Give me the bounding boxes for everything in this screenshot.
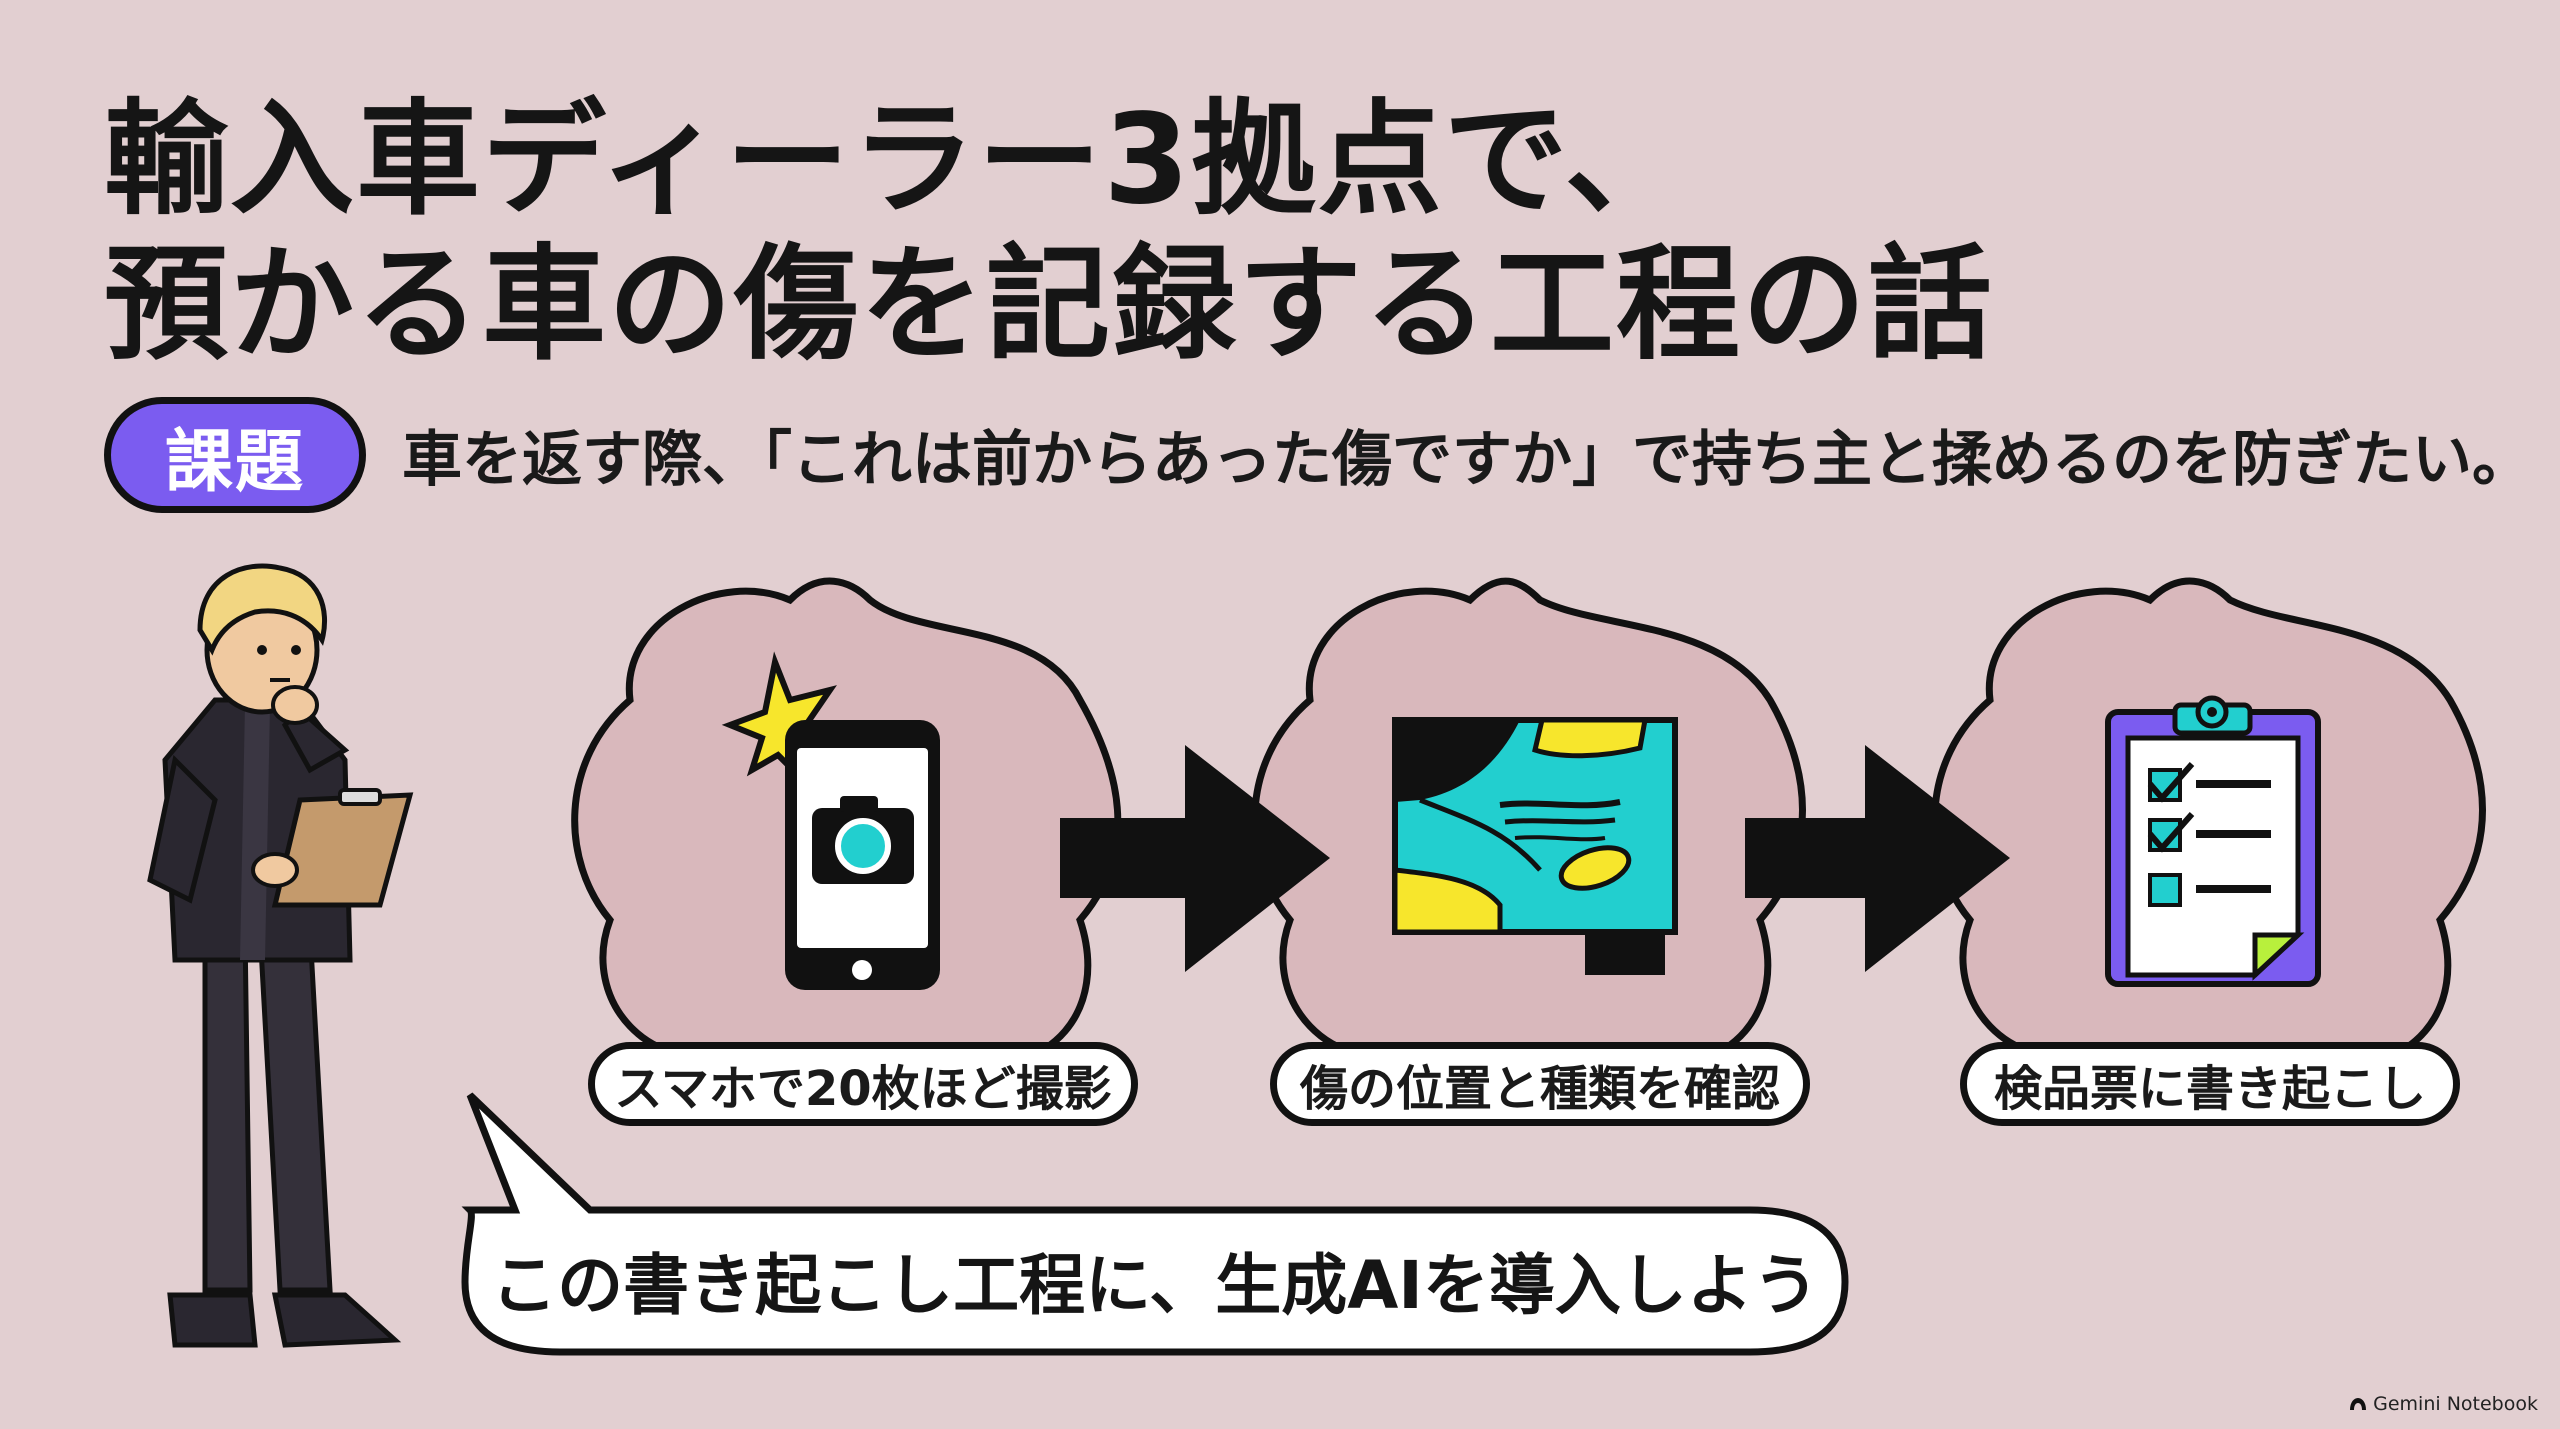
scratched-car-icon [1392,717,1678,975]
watermark-text: Gemini Notebook [2373,1393,2538,1415]
arrow-right-icon [1060,745,1330,972]
watermark: Gemini Notebook [2349,1393,2538,1415]
speech-text: この書き起こし工程に、生成AIを導入しよう [491,1247,1819,1324]
smartphone-camera-icon [721,651,940,990]
step-label-1: スマホで20枚ほど撮影 [588,1042,1138,1126]
clipboard-checklist-icon [2105,695,2321,987]
issue-badge: 課題 [104,397,366,513]
title-line-1: 輸入車ディーラー3拠点で、 [104,88,1691,232]
issue-text: 車を返す際、「これは前からあった傷ですか」で持ち主と揉めるのを防ぎたい。 [402,425,2532,495]
page-title: 輸入車ディーラー3拠点で、 預かる車の傷を記録する工程の話 [104,88,2304,378]
step-label-3: 検品票に書き起こし [1960,1042,2460,1126]
step-label-2: 傷の位置と種類を確認 [1270,1042,1810,1126]
title-line-2: 預かる車の傷を記録する工程の話 [104,233,1995,377]
person-with-clipboard-illustration [147,563,414,1348]
speech-bubble [461,1092,1849,1356]
arrow-right-icon [1745,745,2010,972]
notebook-logo-icon [2350,1398,2367,1410]
